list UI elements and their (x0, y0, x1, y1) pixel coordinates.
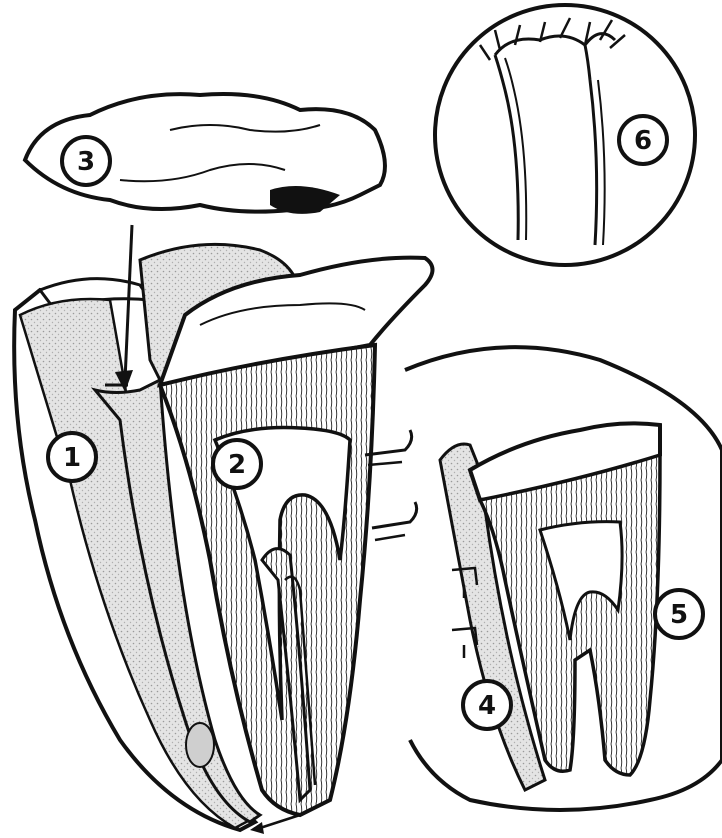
label-6: 6 (619, 116, 667, 164)
svg-text:1: 1 (63, 443, 81, 473)
svg-text:6: 6 (634, 126, 652, 156)
svg-text:2: 2 (228, 450, 246, 480)
molar-inset (405, 347, 722, 810)
label-4: 4 (463, 681, 511, 729)
label-5: 5 (655, 590, 703, 638)
svg-text:4: 4 (478, 691, 496, 721)
label-3: 3 (62, 137, 110, 185)
svg-text:3: 3 (77, 147, 95, 177)
label-2: 2 (213, 440, 261, 488)
svg-text:5: 5 (670, 600, 688, 630)
label-1: 1 (48, 433, 96, 481)
